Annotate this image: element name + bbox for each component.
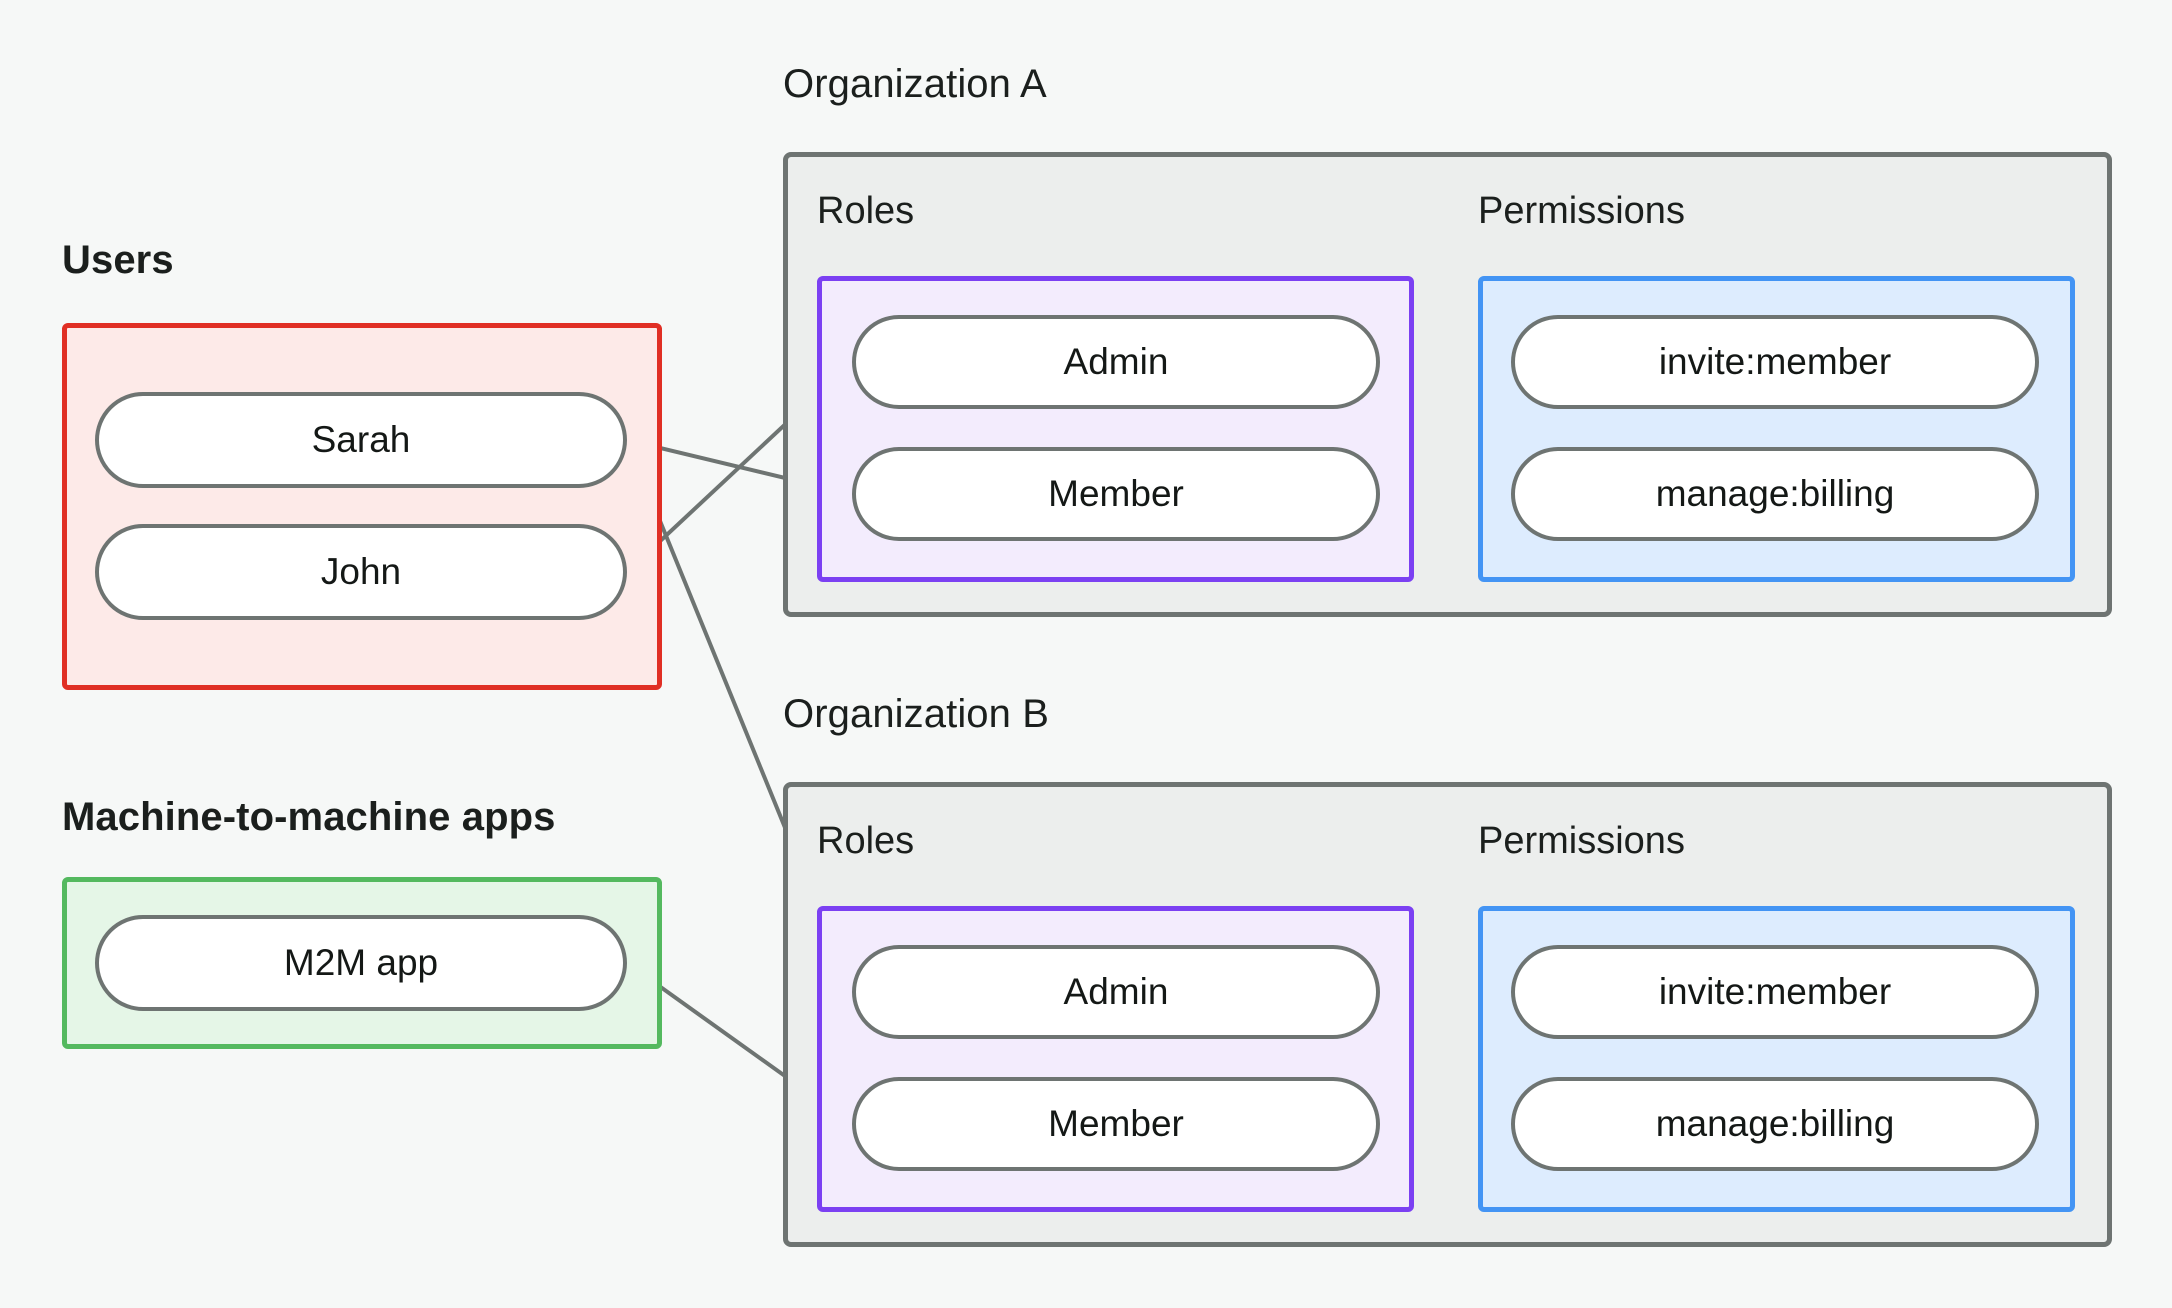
m2m-group-title: Machine-to-machine apps [62,795,556,839]
org-b-roles-label: Roles [817,820,915,862]
org-a-permission-invite-member[interactable]: invite:member [1511,315,2039,409]
org-a-role-admin[interactable]: Admin [852,315,1380,409]
user-node-sarah[interactable]: Sarah [95,392,627,488]
m2m-node-m2m-app[interactable]: M2M app [95,915,627,1011]
org-b-role-member[interactable]: Member [852,1077,1380,1171]
org-a-permissions-label: Permissions [1478,190,1685,232]
users-container [62,323,662,690]
org-b-permissions-label: Permissions [1478,820,1685,862]
org-a-roles-label: Roles [817,190,915,232]
users-group-title: Users [62,238,174,282]
org-a-role-member[interactable]: Member [852,447,1380,541]
org-b-title: Organization B [783,692,1049,736]
org-b-permission-invite-member[interactable]: invite:member [1511,945,2039,1039]
org-a-title: Organization A [783,62,1047,106]
org-b-permission-manage-billing[interactable]: manage:billing [1511,1077,2039,1171]
user-node-john[interactable]: John [95,524,627,620]
org-b-role-admin[interactable]: Admin [852,945,1380,1039]
org-a-permission-manage-billing[interactable]: manage:billing [1511,447,2039,541]
